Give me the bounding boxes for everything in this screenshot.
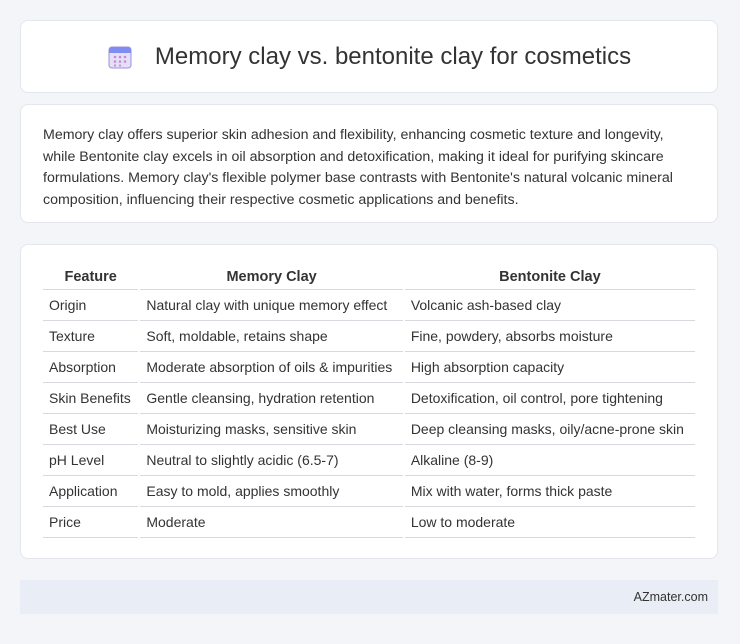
memory-clay-cell: Neutral to slightly acidic (6.5-7) [140, 445, 403, 476]
summary-card: Memory clay offers superior skin adhesio… [20, 104, 718, 223]
title-card: Memory clay vs. bentonite clay for cosme… [20, 20, 718, 93]
feature-cell: Skin Benefits [43, 383, 139, 414]
bentonite-clay-cell: Mix with water, forms thick paste [404, 476, 695, 507]
table-row: Best Use Moisturizing masks, sensitive s… [43, 414, 695, 445]
column-header-feature: Feature [43, 265, 139, 290]
memory-clay-cell: Moisturizing masks, sensitive skin [140, 414, 403, 445]
memory-clay-cell: Moderate absorption of oils & impurities [140, 352, 403, 383]
bentonite-clay-cell: High absorption capacity [404, 352, 695, 383]
bentonite-clay-cell: Alkaline (8-9) [404, 445, 695, 476]
page-title: Memory clay vs. bentonite clay for cosme… [154, 42, 632, 70]
comparison-table-card: Feature Memory Clay Bentonite Clay Origi… [20, 244, 718, 559]
comparison-table: Feature Memory Clay Bentonite Clay Origi… [41, 265, 697, 538]
memory-clay-cell: Gentle cleansing, hydration retention [140, 383, 403, 414]
feature-cell: Absorption [43, 352, 139, 383]
summary-text: Memory clay offers superior skin adhesio… [43, 127, 673, 208]
memory-clay-cell: Easy to mold, applies smoothly [140, 476, 403, 507]
table-row: Skin Benefits Gentle cleansing, hydratio… [43, 383, 695, 414]
feature-cell: Origin [43, 290, 139, 321]
table-row: pH Level Neutral to slightly acidic (6.5… [43, 445, 695, 476]
feature-cell: pH Level [43, 445, 139, 476]
bentonite-clay-cell: Volcanic ash-based clay [404, 290, 695, 321]
table-row: Application Easy to mold, applies smooth… [43, 476, 695, 507]
table-row: Texture Soft, moldable, retains shape Fi… [43, 321, 695, 352]
feature-cell: Texture [43, 321, 139, 352]
table-row: Origin Natural clay with unique memory e… [43, 290, 695, 321]
bentonite-clay-cell: Deep cleansing masks, oily/acne-prone sk… [404, 414, 695, 445]
column-header-bentonite-clay: Bentonite Clay [404, 265, 695, 290]
memory-clay-cell: Moderate [140, 507, 403, 538]
feature-cell: Price [43, 507, 139, 538]
memory-clay-cell: Soft, moldable, retains shape [140, 321, 403, 352]
column-header-memory-clay: Memory Clay [140, 265, 403, 290]
calendar-icon [107, 44, 133, 70]
bentonite-clay-cell: Low to moderate [404, 507, 695, 538]
footer: AZmater.com [20, 580, 718, 614]
feature-cell: Best Use [43, 414, 139, 445]
memory-clay-cell: Natural clay with unique memory effect [140, 290, 403, 321]
bentonite-clay-cell: Fine, powdery, absorbs moisture [404, 321, 695, 352]
table-row: Absorption Moderate absorption of oils &… [43, 352, 695, 383]
feature-cell: Application [43, 476, 139, 507]
table-header-row: Feature Memory Clay Bentonite Clay [43, 265, 695, 290]
footer-brand-link[interactable]: AZmater.com [633, 590, 708, 604]
table-row: Price Moderate Low to moderate [43, 507, 695, 538]
bentonite-clay-cell: Detoxification, oil control, pore tighte… [404, 383, 695, 414]
